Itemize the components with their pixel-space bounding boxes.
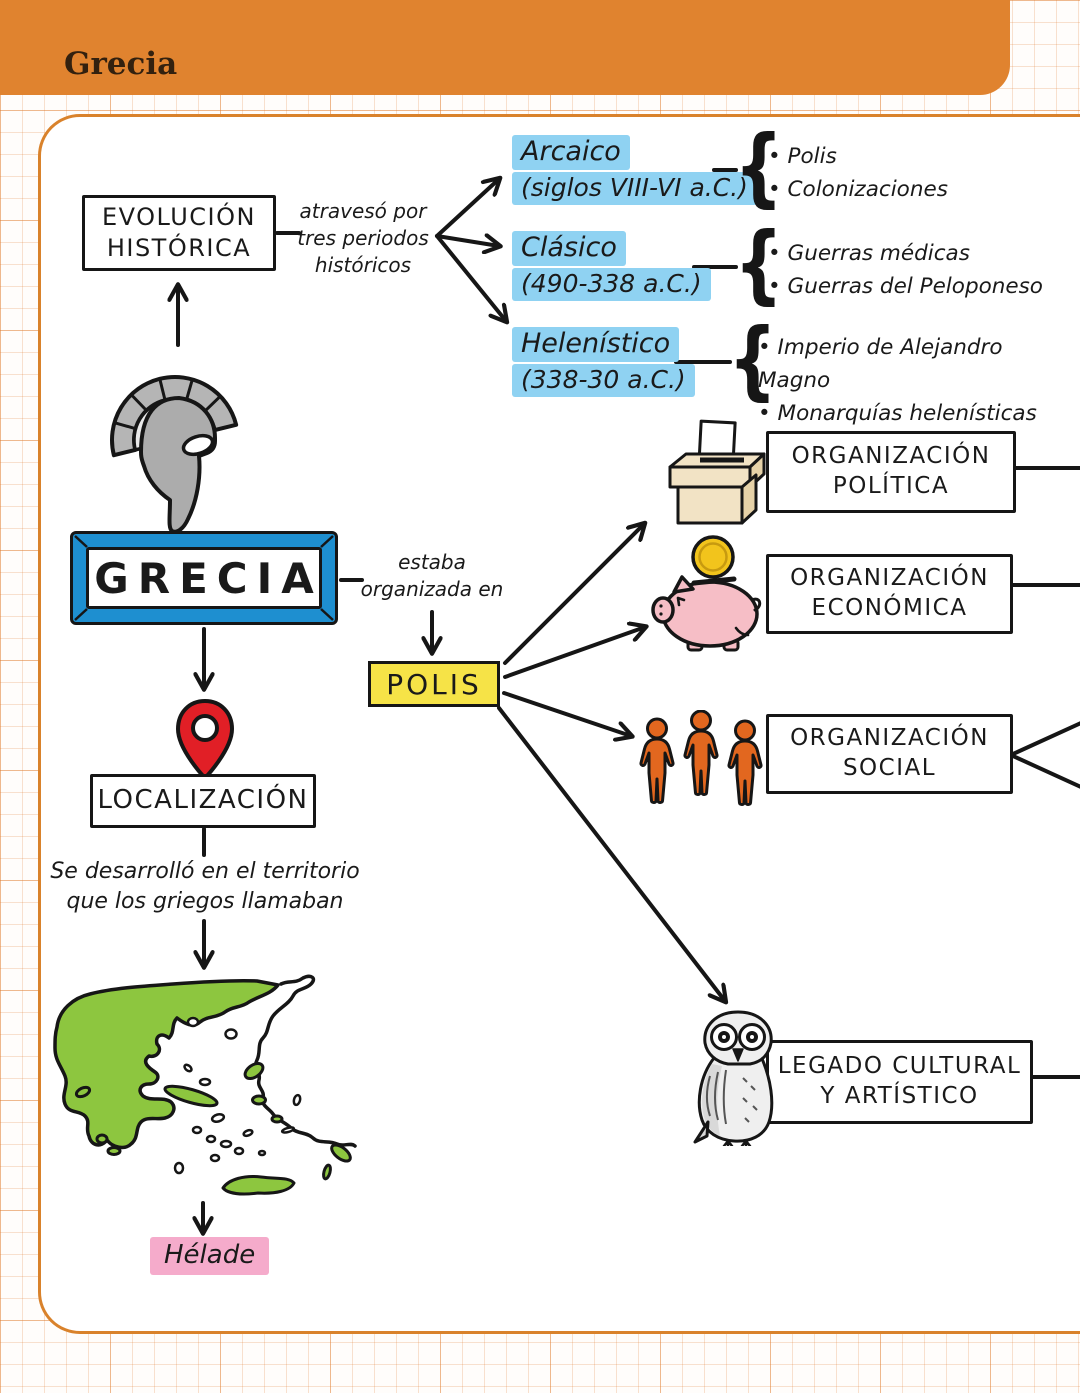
helade-label: Hélade <box>150 1237 270 1275</box>
period-helenistico-items: Imperio de Alejandro Magno Monarquías he… <box>758 331 1080 430</box>
localizacion-box: LOCALIZACIÓN <box>90 774 316 828</box>
period-helenistico: Helenístico (338-30 a.C.) <box>512 327 695 399</box>
grecia-root-node: GRECIA <box>70 531 338 625</box>
organizacion-economica-box: ORGANIZACIÓN ECONÓMICA <box>766 554 1013 634</box>
ballot-box-icon <box>668 419 766 525</box>
owl-icon <box>693 1010 774 1146</box>
frame-bevel-lines <box>74 535 334 621</box>
list-item: Colonizaciones <box>768 173 948 206</box>
people-icon <box>639 710 763 806</box>
page-title: Grecia <box>64 46 178 82</box>
piggy-bank-icon <box>651 535 762 652</box>
polis-node: POLIS <box>368 661 500 707</box>
period-arcaico-dates: (siglos VIII-VI a.C.) <box>512 172 757 205</box>
organization-note: estaba organizada en <box>360 550 504 601</box>
period-clasico-name: Clásico <box>512 231 626 266</box>
greece-map <box>53 974 357 1196</box>
location-pin-icon <box>176 699 234 780</box>
period-arcaico: Arcaico (siglos VIII-VI a.C.) <box>512 135 757 207</box>
localizacion-note: Se desarrolló en el territorio que los g… <box>50 859 360 914</box>
period-helenistico-name: Helenístico <box>512 327 680 362</box>
list-item: Guerras médicas <box>768 237 1043 270</box>
evolucion-note: atravesó por tres periodos históricos <box>297 199 429 277</box>
period-clasico-dates: (490-338 a.C.) <box>512 268 711 301</box>
period-arcaico-items: Polis Colonizaciones <box>768 140 948 206</box>
evolucion-historica-box: EVOLUCIÓN HISTÓRICA <box>82 195 276 271</box>
grecia-label: GRECIA <box>86 547 322 609</box>
list-item: Polis <box>768 140 948 173</box>
list-item: Monarquías helenísticas <box>758 397 1080 430</box>
organizacion-social-box: ORGANIZACIÓN SOCIAL <box>766 714 1013 794</box>
list-item: Imperio de Alejandro Magno <box>758 331 1080 397</box>
period-helenistico-dates: (338-30 a.C.) <box>512 364 695 397</box>
list-item: Guerras del Peloponeso <box>768 270 1043 303</box>
legado-cultural-box: LEGADO CULTURAL Y ARTÍSTICO <box>766 1040 1033 1124</box>
page-header: Grecia <box>0 0 1010 95</box>
period-clasico-items: Guerras médicas Guerras del Peloponeso <box>768 237 1043 303</box>
greek-helmet-icon <box>110 375 239 534</box>
period-clasico: Clásico (490-338 a.C.) <box>512 231 711 303</box>
organizacion-politica-box: ORGANIZACIÓN POLÍTICA <box>766 431 1016 513</box>
period-arcaico-name: Arcaico <box>512 135 630 170</box>
